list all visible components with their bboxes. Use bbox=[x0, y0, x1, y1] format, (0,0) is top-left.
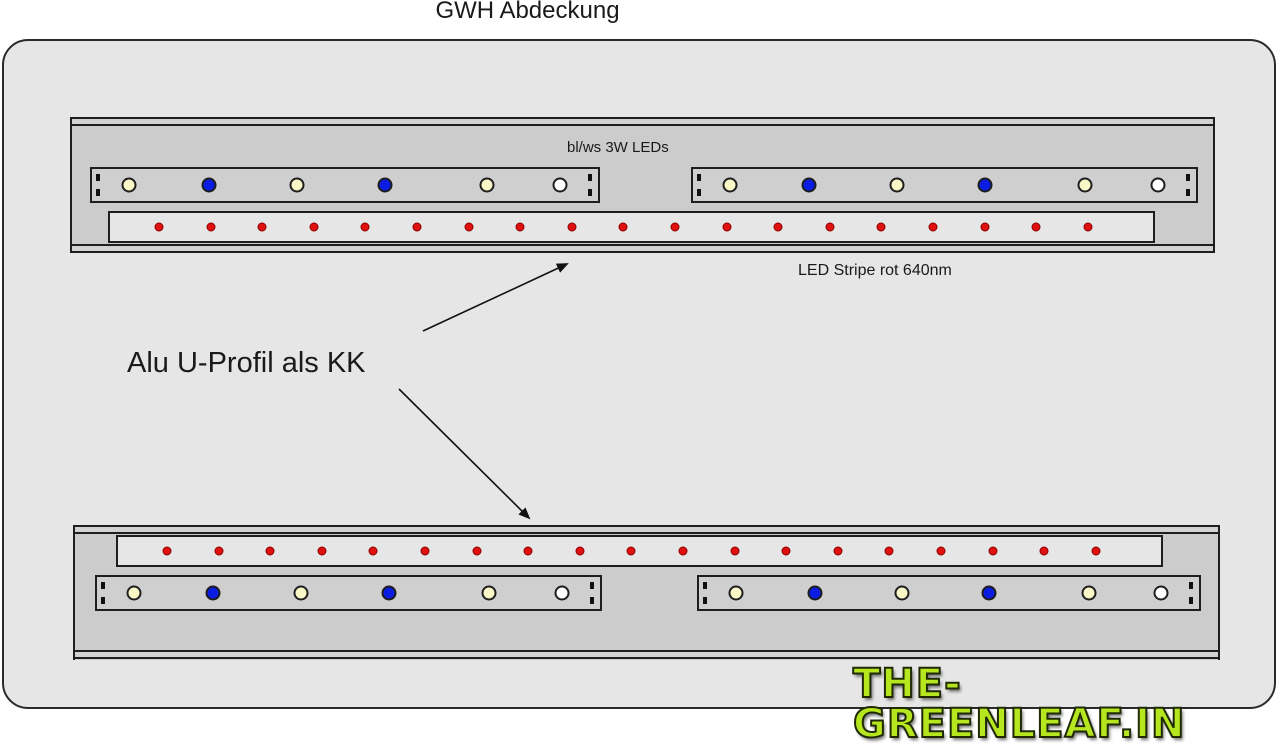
red-led bbox=[936, 546, 946, 556]
red-led bbox=[876, 222, 886, 232]
red-led bbox=[678, 546, 688, 556]
alu-profile-label: Alu U-Profil als KK bbox=[127, 347, 366, 379]
mounting-hole bbox=[101, 597, 105, 604]
red-led bbox=[412, 222, 422, 232]
red-led bbox=[515, 222, 525, 232]
top-led-board-right bbox=[691, 167, 1198, 203]
led-warm-white bbox=[1077, 177, 1093, 193]
arrows bbox=[398, 263, 569, 520]
led-warm-white bbox=[481, 585, 497, 601]
red-led bbox=[1031, 222, 1041, 232]
led-blue bbox=[381, 585, 397, 601]
red-led bbox=[670, 222, 680, 232]
red-led bbox=[567, 222, 577, 232]
red-led bbox=[1091, 546, 1101, 556]
red-led bbox=[575, 546, 585, 556]
red-led bbox=[928, 222, 938, 232]
red-led bbox=[626, 546, 636, 556]
led-white bbox=[552, 177, 568, 193]
bottom-profile-lower-flange bbox=[73, 650, 1220, 659]
led-blue bbox=[201, 177, 217, 193]
top-red-led-stripe bbox=[108, 211, 1155, 243]
red-led bbox=[773, 222, 783, 232]
mounting-hole bbox=[1186, 174, 1190, 181]
red-led bbox=[884, 546, 894, 556]
diagram-title: GWH Abdeckung bbox=[435, 0, 620, 24]
mounting-hole bbox=[1189, 597, 1193, 604]
red-led bbox=[265, 546, 275, 556]
red-led bbox=[988, 546, 998, 556]
red-led bbox=[825, 222, 835, 232]
arrow-to-top-profile bbox=[422, 263, 569, 332]
led-blue bbox=[981, 585, 997, 601]
red-led bbox=[214, 546, 224, 556]
led-warm-white bbox=[894, 585, 910, 601]
mounting-hole bbox=[588, 189, 592, 196]
red-led bbox=[162, 546, 172, 556]
led-warm-white bbox=[1081, 585, 1097, 601]
led-white bbox=[1150, 177, 1166, 193]
mounting-hole bbox=[96, 189, 100, 196]
top-profile-lower-flange bbox=[70, 244, 1215, 253]
mounting-hole bbox=[590, 582, 594, 589]
red-led bbox=[420, 546, 430, 556]
top-profile-upper-flange bbox=[70, 117, 1215, 126]
leds-label: bl/ws 3W LEDs bbox=[567, 139, 669, 156]
red-led bbox=[833, 546, 843, 556]
red-led bbox=[472, 546, 482, 556]
red-led bbox=[360, 222, 370, 232]
led-warm-white bbox=[722, 177, 738, 193]
mounting-hole bbox=[697, 189, 701, 196]
watermark-logo: THE-GREENLEAF.IN bbox=[852, 661, 1186, 747]
led-blue bbox=[205, 585, 221, 601]
red-led bbox=[1039, 546, 1049, 556]
bottom-led-board-right bbox=[697, 575, 1201, 611]
led-warm-white bbox=[289, 177, 305, 193]
bottom-red-led-stripe bbox=[116, 535, 1163, 567]
mounting-hole bbox=[1186, 189, 1190, 196]
led-warm-white bbox=[728, 585, 744, 601]
mounting-hole bbox=[96, 174, 100, 181]
led-warm-white bbox=[293, 585, 309, 601]
led-white bbox=[1153, 585, 1169, 601]
red-led bbox=[730, 546, 740, 556]
mounting-hole bbox=[590, 597, 594, 604]
led-blue bbox=[807, 585, 823, 601]
led-warm-white bbox=[126, 585, 142, 601]
red-led bbox=[1083, 222, 1093, 232]
arrow-to-bottom-profile bbox=[398, 388, 531, 520]
red-led bbox=[368, 546, 378, 556]
led-blue bbox=[977, 177, 993, 193]
mounting-hole bbox=[588, 174, 592, 181]
led-warm-white bbox=[479, 177, 495, 193]
led-warm-white bbox=[121, 177, 137, 193]
red-led bbox=[980, 222, 990, 232]
bottom-profile-upper-flange bbox=[73, 525, 1220, 534]
bottom-led-board-left bbox=[95, 575, 602, 611]
red-led bbox=[309, 222, 319, 232]
red-led bbox=[154, 222, 164, 232]
mounting-hole bbox=[697, 174, 701, 181]
red-led bbox=[722, 222, 732, 232]
mounting-hole bbox=[101, 582, 105, 589]
mounting-hole bbox=[703, 597, 707, 604]
red-led bbox=[523, 546, 533, 556]
stripe-label: LED Stripe rot 640nm bbox=[798, 262, 952, 279]
top-led-board-left bbox=[90, 167, 600, 203]
red-led bbox=[317, 546, 327, 556]
red-led bbox=[464, 222, 474, 232]
red-led bbox=[618, 222, 628, 232]
red-led bbox=[257, 222, 267, 232]
led-blue bbox=[377, 177, 393, 193]
red-led bbox=[206, 222, 216, 232]
led-white bbox=[554, 585, 570, 601]
mounting-hole bbox=[1189, 582, 1193, 589]
mounting-hole bbox=[703, 582, 707, 589]
red-led bbox=[781, 546, 791, 556]
led-blue bbox=[801, 177, 817, 193]
led-warm-white bbox=[889, 177, 905, 193]
